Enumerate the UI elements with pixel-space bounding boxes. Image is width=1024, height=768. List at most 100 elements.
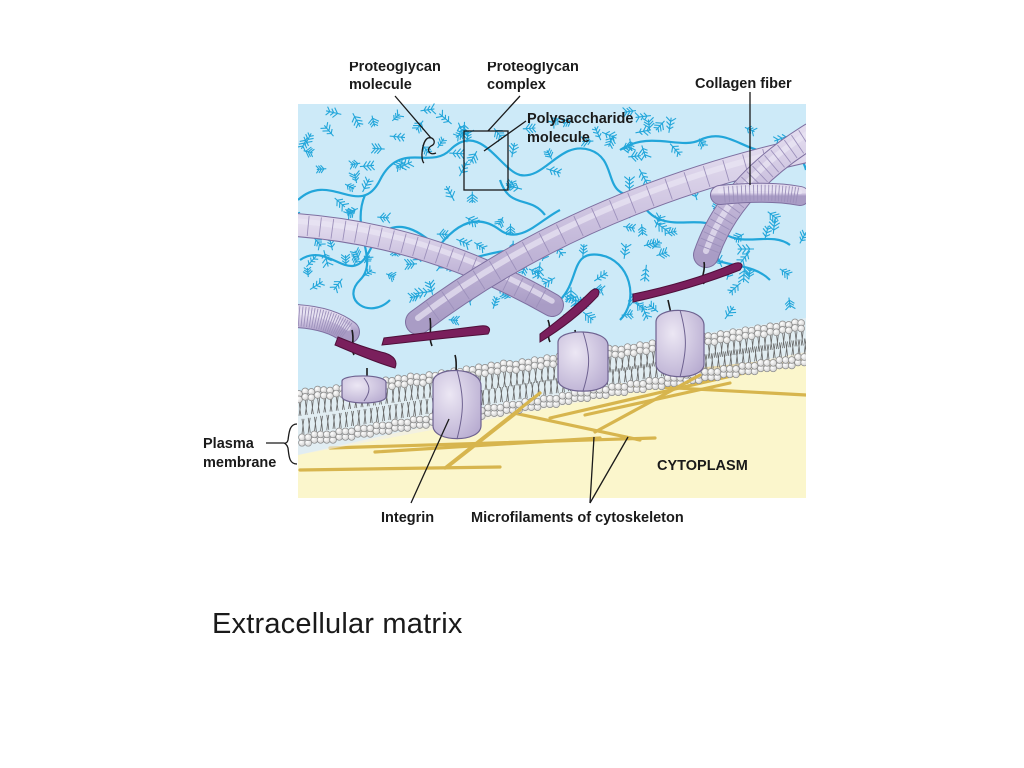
phospholipid-head — [506, 365, 514, 374]
label-microfilaments: Microfilaments of cytoskeleton — [471, 510, 684, 526]
lipid-tail — [332, 413, 336, 429]
phospholipid-head — [518, 363, 526, 372]
label-polysaccharide-line1: Polysaccharide — [527, 111, 633, 127]
polysaccharide-chain — [474, 241, 488, 254]
polysaccharide-chain — [349, 247, 362, 260]
microfilament — [328, 436, 657, 450]
lipid-tail — [754, 346, 757, 362]
polysaccharide-chain — [305, 254, 319, 268]
phospholipid-head — [540, 394, 548, 403]
phospholipid-head — [630, 349, 638, 357]
proteoglycan-core-strand — [498, 179, 546, 216]
phospholipid-head — [385, 421, 393, 430]
lipid-tail — [419, 399, 423, 416]
lipid-tail — [776, 333, 779, 350]
polysaccharide-chain — [325, 106, 342, 118]
lipid-tail — [704, 354, 708, 370]
phospholipid-head — [788, 356, 796, 364]
microfilament — [298, 465, 502, 472]
polysaccharide-chain — [321, 250, 334, 269]
lipid-tail — [407, 401, 410, 418]
polysaccharide-chain — [655, 222, 672, 236]
polysaccharide-chain — [466, 150, 479, 164]
lipid-tail — [314, 416, 317, 432]
polysaccharide-chain — [582, 311, 597, 324]
phospholipid-head — [797, 324, 805, 333]
polysaccharide-chain — [361, 176, 374, 193]
polysaccharide-chain — [651, 238, 663, 250]
lipid-tail — [751, 337, 754, 353]
lipid-tail — [487, 389, 491, 405]
polysaccharide-chain — [628, 150, 643, 162]
lipid-tail — [745, 338, 748, 354]
phospholipid-head — [760, 330, 768, 339]
phospholipid-head — [425, 376, 433, 385]
phospholipid-head — [754, 329, 762, 338]
lipid-tail — [320, 415, 323, 431]
polysaccharide-chain — [435, 109, 452, 125]
polysaccharide-chain — [541, 277, 556, 288]
polysaccharide-chain — [403, 258, 418, 271]
polysaccharide-chain — [645, 300, 659, 313]
lipid-tail — [301, 418, 305, 434]
lipid-tail — [763, 335, 767, 351]
phospholipid-head — [710, 338, 719, 346]
polysaccharide-chain — [736, 250, 751, 267]
polysaccharide-chain — [377, 212, 392, 224]
lipid-tail — [304, 399, 308, 416]
slide-caption: Extracellular matrix — [212, 608, 463, 640]
collagen-fiber — [298, 213, 564, 317]
phospholipid-head — [298, 433, 306, 442]
polysaccharide-chain — [637, 224, 648, 237]
polysaccharide-chain — [580, 135, 594, 148]
lipid-tail — [723, 351, 726, 367]
phospholipid-head — [729, 333, 737, 342]
lipid-tail — [524, 383, 528, 399]
lipid-tail — [497, 373, 500, 389]
polysaccharide-chain — [601, 130, 618, 142]
lipid-tail — [506, 386, 509, 402]
phospholipid-head — [636, 346, 644, 355]
lipid-tail — [803, 338, 806, 354]
phospholipid-head — [747, 332, 756, 340]
polysaccharide-chain — [329, 278, 343, 294]
microfilament — [593, 373, 702, 434]
phospholipid-head — [378, 421, 387, 430]
phospholipid-head — [332, 389, 340, 398]
phospholipid-head — [320, 391, 328, 400]
phospholipid-head — [400, 380, 409, 389]
phospholipid-head — [416, 415, 424, 424]
phospholipid-head — [366, 424, 374, 433]
phospholipid-head — [403, 418, 412, 427]
phospholipid-head — [608, 382, 616, 391]
phospholipid-head — [397, 418, 405, 427]
lipid-tail — [766, 344, 770, 360]
phospholipid-head — [509, 400, 517, 409]
phospholipid-head — [307, 393, 316, 402]
polysaccharide-chain — [348, 159, 361, 170]
polysaccharide-chain — [320, 122, 334, 137]
polysaccharide-chain — [697, 138, 708, 150]
phospholipid-head — [781, 356, 790, 364]
label-integrin: Integrin — [381, 510, 434, 526]
lipid-tail — [741, 348, 745, 364]
lipid-tail — [729, 350, 733, 366]
lipid-tail — [735, 349, 739, 365]
polysaccharide-chain — [396, 156, 415, 171]
polysaccharide-chain — [732, 232, 745, 243]
phospholipid-head — [310, 430, 319, 439]
label-plasma-membrane-line2: membrane — [203, 455, 276, 471]
polysaccharide-chain — [669, 143, 683, 157]
phospholipid-head — [530, 361, 539, 370]
fibronectin — [334, 336, 397, 369]
lipid-tail — [769, 334, 773, 350]
lipid-tail — [552, 365, 556, 381]
label-polysaccharide-line2: molecule — [527, 130, 590, 146]
phospholipid-head — [313, 391, 322, 399]
polysaccharide-chain — [340, 253, 351, 267]
phospholipid-head — [744, 362, 753, 370]
phospholipid-head — [341, 427, 350, 436]
phospholipid-head — [323, 430, 331, 439]
lipid-tail — [400, 402, 404, 419]
polysaccharide-chain — [593, 270, 609, 282]
